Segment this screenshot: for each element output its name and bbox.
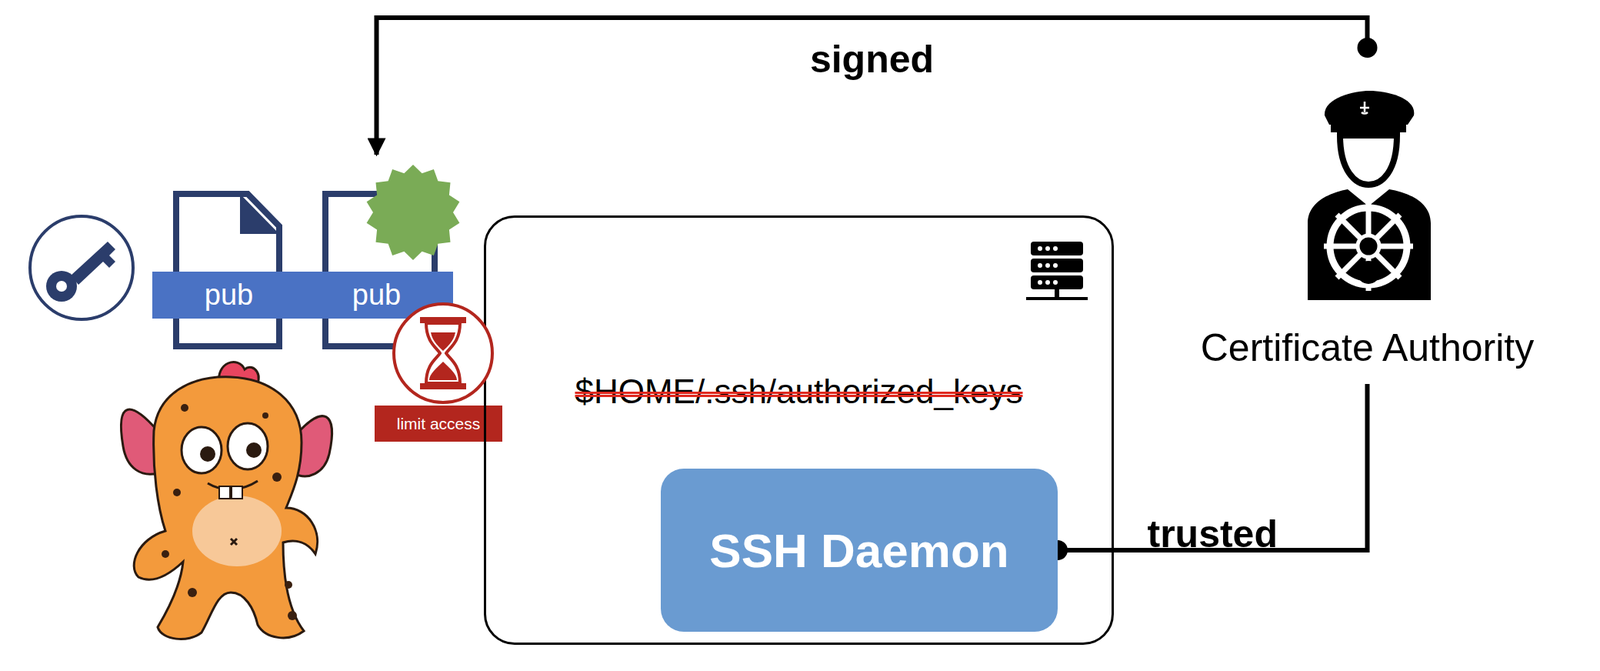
node-text: SSH Daemon [693,523,1024,578]
node-text: pub [152,271,306,319]
key-icon [30,216,134,320]
server-box: $HOME/.ssh/authorized_keysSSH Daemon [483,215,1114,645]
ssh-daemon-box: SSH Daemon [660,468,1058,632]
document-fold [240,193,280,234]
document-icon [176,193,280,347]
server-icon [1026,241,1088,300]
node-text: Certificate Authority [1144,320,1590,375]
authority-icon [1307,90,1431,300]
connector-group [376,17,1378,155]
monster-illustration [120,361,332,639]
node-text: pub [300,271,454,319]
certificate-authority: Certificate Authority [1144,47,1590,375]
signed-public-key-file: pub [300,157,454,350]
connector-label: trusted [1147,513,1278,556]
signed-seal [366,164,460,260]
hourglass-icon [393,303,493,403]
node-text: $HOME/.ssh/authorized_keys [486,370,1112,414]
connector-dot [1357,37,1378,58]
public-key-file: pub [152,190,306,350]
connector [376,17,1368,155]
connector-group [1047,383,1368,560]
node-text: limit access [392,414,486,434]
connector-label: signed [810,38,934,81]
